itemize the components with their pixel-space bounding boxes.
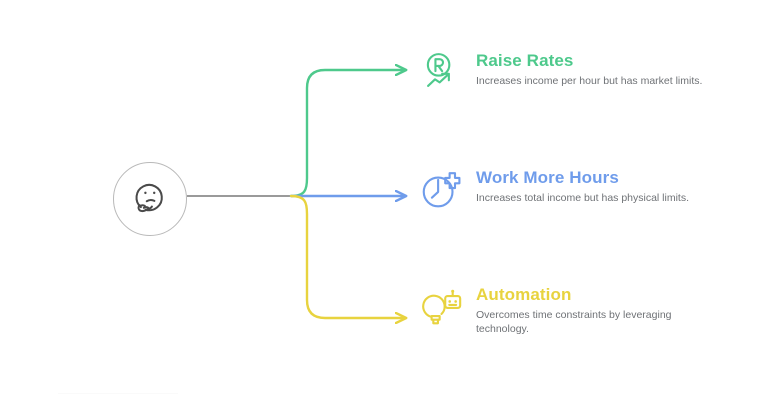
thinking-face-emoji-icon bbox=[135, 183, 163, 213]
lightbulb-robot-icon bbox=[422, 289, 462, 325]
branch-work-more-hours[interactable]: Work More Hours Increases total income b… bbox=[418, 167, 689, 213]
connector-automation bbox=[289, 194, 404, 318]
bottom-edge-artifact bbox=[58, 393, 178, 394]
branch-automation[interactable]: Automation Overcomes time constraints by… bbox=[418, 284, 708, 336]
branch-text-work-more-hours: Work More Hours Increases total income b… bbox=[476, 167, 689, 205]
branch-raise-rates[interactable]: Raise Rates Increases income per hour bu… bbox=[418, 50, 702, 96]
connector-raise-rates bbox=[289, 70, 404, 198]
branch-title-raise-rates: Raise Rates bbox=[476, 51, 574, 70]
branch-description-raise-rates: Increases income per hour but has market… bbox=[476, 75, 703, 87]
branch-title-work-more-hours: Work More Hours bbox=[476, 168, 619, 187]
branch-text-raise-rates: Raise Rates Increases income per hour bu… bbox=[476, 50, 702, 88]
center-node[interactable] bbox=[113, 162, 187, 236]
clock-plus-icon bbox=[422, 172, 461, 208]
branch-description-automation: Overcomes time constraints by leveraging… bbox=[476, 309, 672, 335]
branch-title-automation: Automation bbox=[476, 285, 572, 304]
branch-description-work-more-hours: Increases total income but has physical … bbox=[476, 192, 690, 204]
rate-growth-icon bbox=[426, 53, 451, 87]
branch-text-automation: Automation Overcomes time constraints by… bbox=[476, 284, 708, 336]
